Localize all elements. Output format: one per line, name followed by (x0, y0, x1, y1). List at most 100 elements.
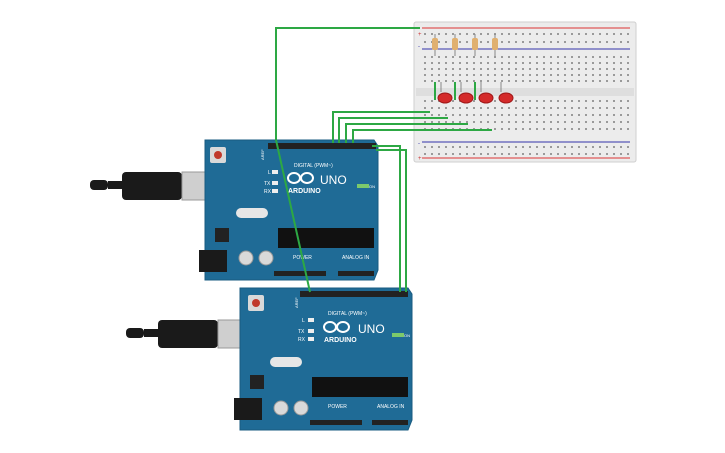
breadboard-hole[interactable] (627, 56, 629, 58)
breadboard-hole[interactable] (550, 107, 552, 109)
breadboard-hole[interactable] (536, 80, 538, 82)
breadboard-hole[interactable] (599, 100, 601, 102)
breadboard-hole[interactable] (501, 107, 503, 109)
breadboard-hole[interactable] (501, 146, 503, 148)
breadboard-hole[interactable] (599, 41, 601, 43)
wire-pin-b[interactable] (338, 117, 448, 143)
breadboard-hole[interactable] (522, 121, 524, 123)
breadboard-hole[interactable] (508, 33, 510, 35)
breadboard-hole[interactable] (592, 128, 594, 130)
breadboard-hole[interactable] (480, 68, 482, 70)
breadboard-hole[interactable] (431, 80, 433, 82)
breadboard-hole[interactable] (606, 41, 608, 43)
breadboard-hole[interactable] (431, 62, 433, 64)
breadboard-hole[interactable] (459, 68, 461, 70)
breadboard-hole[interactable] (445, 107, 447, 109)
breadboard-hole[interactable] (627, 41, 629, 43)
breadboard-hole[interactable] (613, 74, 615, 76)
breadboard-hole[interactable] (578, 128, 580, 130)
breadboard-hole[interactable] (501, 68, 503, 70)
breadboard-hole[interactable] (592, 80, 594, 82)
breadboard-hole[interactable] (550, 62, 552, 64)
breadboard-hole[interactable] (564, 56, 566, 58)
breadboard-hole[interactable] (536, 62, 538, 64)
breadboard-hole[interactable] (543, 74, 545, 76)
breadboard-hole[interactable] (487, 146, 489, 148)
breadboard-hole[interactable] (557, 41, 559, 43)
breadboard-hole[interactable] (424, 62, 426, 64)
breadboard-hole[interactable] (543, 146, 545, 148)
breadboard-hole[interactable] (606, 100, 608, 102)
led-3[interactable] (478, 82, 494, 104)
breadboard-hole[interactable] (522, 62, 524, 64)
breadboard-hole[interactable] (543, 128, 545, 130)
breadboard-hole[interactable] (578, 68, 580, 70)
breadboard-hole[interactable] (473, 153, 475, 155)
breadboard-hole[interactable] (529, 68, 531, 70)
usb-cable-top[interactable] (90, 171, 213, 201)
breadboard-hole[interactable] (585, 107, 587, 109)
breadboard-hole[interactable] (599, 107, 601, 109)
breadboard-hole[interactable] (606, 107, 608, 109)
breadboard-hole[interactable] (431, 56, 433, 58)
breadboard-hole[interactable] (452, 100, 454, 102)
breadboard-hole[interactable] (522, 68, 524, 70)
breadboard-hole[interactable] (431, 114, 433, 116)
breadboard-hole[interactable] (522, 128, 524, 130)
breadboard-hole[interactable] (620, 41, 622, 43)
breadboard-hole[interactable] (599, 146, 601, 148)
breadboard-hole[interactable] (515, 121, 517, 123)
breadboard-hole[interactable] (431, 74, 433, 76)
breadboard-hole[interactable] (466, 146, 468, 148)
breadboard-hole[interactable] (620, 121, 622, 123)
breadboard-hole[interactable] (571, 68, 573, 70)
breadboard-hole[interactable] (613, 128, 615, 130)
power-jack[interactable] (199, 250, 227, 272)
breadboard-hole[interactable] (508, 153, 510, 155)
breadboard-hole[interactable] (438, 56, 440, 58)
breadboard-hole[interactable] (550, 80, 552, 82)
wire-ground[interactable] (275, 27, 420, 293)
breadboard-hole[interactable] (620, 107, 622, 109)
breadboard-hole[interactable] (445, 80, 447, 82)
breadboard-hole[interactable] (466, 62, 468, 64)
breadboard-hole[interactable] (613, 62, 615, 64)
breadboard-hole[interactable] (445, 62, 447, 64)
breadboard-hole[interactable] (606, 153, 608, 155)
breadboard-hole[interactable] (578, 56, 580, 58)
breadboard-hole[interactable] (466, 74, 468, 76)
breadboard-hole[interactable] (494, 114, 496, 116)
resistor-4[interactable] (492, 34, 498, 56)
breadboard-hole[interactable] (529, 74, 531, 76)
breadboard-hole[interactable] (536, 153, 538, 155)
breadboard-hole[interactable] (529, 114, 531, 116)
breadboard-hole[interactable] (564, 68, 566, 70)
resistor-3[interactable] (472, 34, 478, 56)
breadboard-hole[interactable] (571, 100, 573, 102)
breadboard-hole[interactable] (543, 107, 545, 109)
breadboard-hole[interactable] (585, 68, 587, 70)
breadboard-hole[interactable] (557, 80, 559, 82)
breadboard-hole[interactable] (550, 68, 552, 70)
breadboard-hole[interactable] (557, 33, 559, 35)
breadboard-hole[interactable] (459, 62, 461, 64)
breadboard-hole[interactable] (438, 68, 440, 70)
wire-serial-2[interactable] (376, 149, 407, 292)
breadboard-hole[interactable] (620, 80, 622, 82)
breadboard-hole[interactable] (592, 62, 594, 64)
breadboard-hole[interactable] (578, 107, 580, 109)
breadboard-hole[interactable] (522, 107, 524, 109)
breadboard-hole[interactable] (543, 153, 545, 155)
breadboard-hole[interactable] (564, 153, 566, 155)
breadboard-hole[interactable] (627, 100, 629, 102)
breadboard-hole[interactable] (557, 153, 559, 155)
breadboard-hole[interactable] (466, 107, 468, 109)
breadboard-hole[interactable] (599, 33, 601, 35)
breadboard-hole[interactable] (578, 80, 580, 82)
breadboard-hole[interactable] (487, 62, 489, 64)
breadboard-hole[interactable] (459, 107, 461, 109)
breadboard-hole[interactable] (571, 128, 573, 130)
breadboard-hole[interactable] (459, 74, 461, 76)
breadboard-hole[interactable] (515, 41, 517, 43)
breadboard-hole[interactable] (606, 128, 608, 130)
